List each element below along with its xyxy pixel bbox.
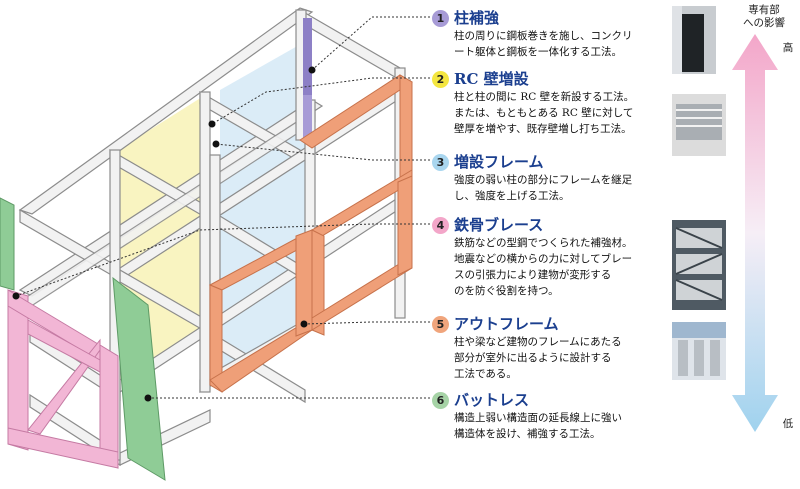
item-number-badge: 3 xyxy=(432,154,449,171)
photo-column-reinforcement xyxy=(672,6,716,74)
reinforced-column-lower xyxy=(303,95,312,140)
leader-dots xyxy=(12,66,316,402)
building-frame xyxy=(18,7,411,467)
scale-heading: 専有部 への影響 xyxy=(743,4,785,29)
photo-steel-brace xyxy=(672,220,726,310)
item-number-badge: 2 xyxy=(432,71,449,88)
item-title: バットレス xyxy=(454,391,530,409)
buttress xyxy=(0,197,166,481)
item-title: 柱補強 xyxy=(454,9,500,27)
impact-arrow xyxy=(732,34,778,432)
item-description: 強度の弱い柱の部分にフレームを継足 し、強度を上げる工法。 xyxy=(454,174,633,202)
reinforced-column-upper xyxy=(303,18,312,130)
photo-out-frame xyxy=(672,322,726,380)
scale-low-label: 低 xyxy=(782,418,794,430)
item-description: 柱の周りに鋼板巻きを施し、コンクリ ート躯体と鋼板を一体化する工法。 xyxy=(454,30,633,58)
item-description: 柱や梁など建物のフレームにあたる 部分が室外に出るように設計する 工法である。 xyxy=(454,336,622,380)
item-description: 柱と柱の間に RC 壁を新設する工法。 または、もともとある RC 壁に対して … xyxy=(454,91,635,135)
item-number-badge: 5 xyxy=(432,316,449,333)
item-title: RC 壁増設 xyxy=(454,70,529,88)
item-number-badge: 1 xyxy=(432,10,449,27)
leader-lines xyxy=(15,16,430,399)
item-number-badge: 6 xyxy=(432,392,449,409)
column-reinforcement xyxy=(303,18,312,140)
photo-rc-wall xyxy=(672,94,726,156)
steel-brace-frame xyxy=(7,289,119,469)
item-title: 鉄骨ブレース xyxy=(454,216,544,234)
item-title: アウトフレーム xyxy=(454,315,559,333)
item-description: 構造上弱い構造面の延長線上に強い 構造体を設け、補強する工法。 xyxy=(454,412,622,440)
out-frame xyxy=(208,74,413,393)
item-title: 増設フレーム xyxy=(454,153,544,171)
buttress-main xyxy=(112,276,166,481)
item-number-badge: 4 xyxy=(432,217,449,234)
item-description: 鉄筋などの型鋼でつくられた補強材。 地震などの横からの力に対してブレー スの引張… xyxy=(454,237,633,297)
scale-high-label: 高 xyxy=(782,42,794,54)
buttress-side xyxy=(0,197,15,291)
